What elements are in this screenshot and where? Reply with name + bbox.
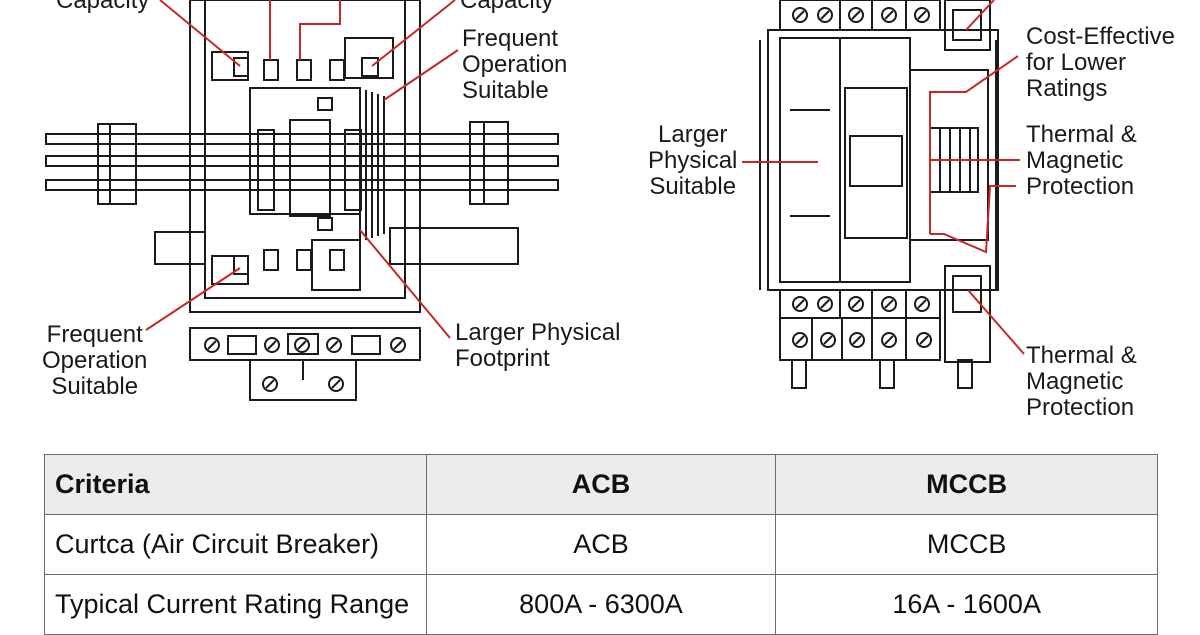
label-acb-top-left: Capacity — [56, 0, 150, 14]
table-cell: Curtca (Air Circuit Breaker) — [44, 514, 427, 575]
header-criteria: Criteria — [44, 454, 427, 515]
table-row: Typical Current Rating Range 800A - 6300… — [44, 574, 1158, 635]
label-mccb-cost-effective: Cost-Effective for Lower Ratings — [1026, 23, 1175, 102]
table-header-row: Criteria ACB MCCB — [44, 454, 1158, 515]
table-row: Curtca (Air Circuit Breaker) ACB MCCB — [44, 514, 1158, 575]
table-cell: 800A - 6300A — [425, 574, 777, 635]
breaker-comparison-diagram — [45, 0, 1025, 401]
label-acb-larger-footprint: Larger Physical Footprint — [455, 319, 621, 372]
label-acb-frequent-operation-right: Frequent Operation Suitable — [462, 25, 568, 104]
label-mccb-larger-physical: Larger Physical Suitable — [648, 121, 738, 200]
header-mccb: MCCB — [775, 454, 1158, 515]
table-cell: ACB — [425, 514, 777, 575]
acb-drawing — [45, 0, 559, 401]
mccb-callout-lines — [742, 0, 1025, 355]
label-acb-frequent-operation-left: Frequent Operation Suitable — [42, 321, 148, 400]
acb-terminal-screws — [204, 337, 406, 392]
acb-callout-lines — [145, 0, 459, 339]
header-acb: ACB — [425, 454, 777, 515]
table-cell: Typical Current Rating Range — [44, 574, 427, 635]
comparison-table: Criteria ACB MCCB Curtca (Air Circuit Br… — [44, 454, 1158, 635]
label-mccb-thermal-magnetic-1: Thermal & Magnetic Protection — [1026, 121, 1137, 200]
table-cell: 16A - 1600A — [775, 574, 1158, 635]
label-mccb-thermal-magnetic-2: Thermal & Magnetic Protection — [1026, 342, 1137, 421]
mccb-drawing — [759, 0, 999, 389]
label-acb-top-right: Capacity — [460, 0, 554, 14]
table-cell: MCCB — [775, 514, 1158, 575]
